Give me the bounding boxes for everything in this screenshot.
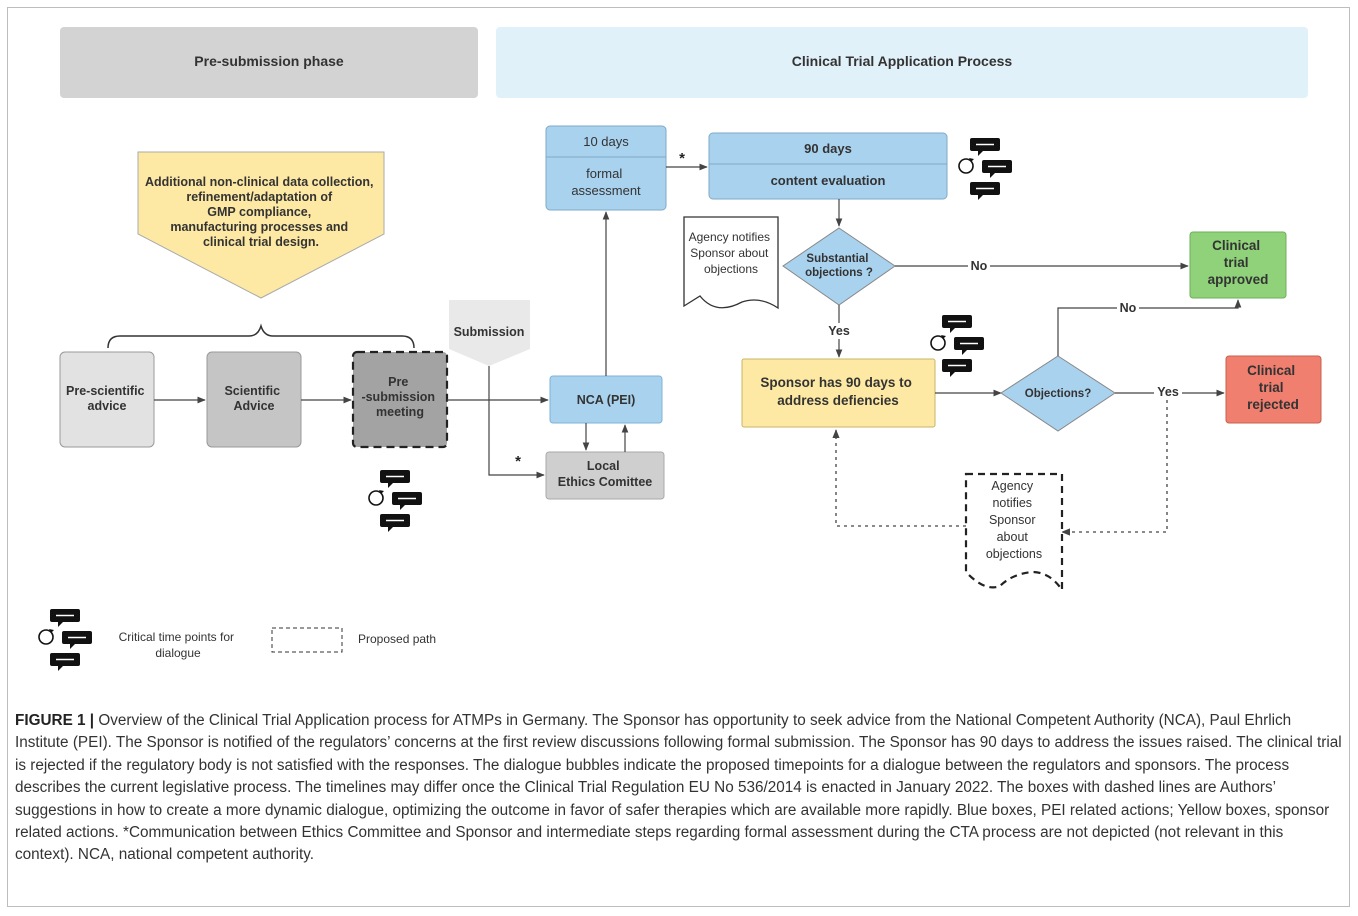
legend-dashed-box bbox=[271, 627, 343, 653]
callout-line: Additional non-clinical data collection, bbox=[145, 175, 374, 189]
node-clinical-trial-rejected: Clinical trial rejected bbox=[1225, 355, 1322, 424]
callout-line: GMP compliance, bbox=[207, 205, 311, 219]
node-submission: Submission bbox=[449, 300, 530, 366]
edge-label-no-top: No bbox=[971, 259, 988, 273]
svg-text:Objections?: Objections? bbox=[1025, 388, 1091, 400]
edge-label-yes-right: Yes bbox=[1157, 385, 1179, 399]
edge-objections-no bbox=[1057, 299, 1242, 356]
svg-text:Agency notifies Sponsor: Agency notifies Sponsor about objections bbox=[689, 230, 774, 276]
svg-text:content evaluation: content evaluation bbox=[771, 173, 886, 188]
svg-text:Local Ethics Comittee: Local Ethics Comittee bbox=[558, 459, 653, 489]
node-content-evaluation: 90 days content evaluation bbox=[708, 132, 948, 200]
svg-text:Pre -submission me: Pre -submission meeting bbox=[361, 375, 438, 419]
svg-text:Pre-scientific advice: Pre-scientific advice bbox=[66, 384, 148, 413]
edge-label-no-up: No bbox=[1120, 301, 1137, 315]
edge-proposed-to-sponsor bbox=[832, 429, 966, 527]
edge-submission-to-ethics bbox=[488, 366, 545, 479]
node-agency-notifies-top: Agency notifies Sponsor about objections bbox=[683, 216, 779, 310]
figure-caption: FIGURE 1 | Overview of the Clinical Tria… bbox=[15, 710, 1345, 867]
callout-data-collection: Additional non-clinical data collection,… bbox=[137, 151, 385, 299]
phase-header-cta: Clinical Trial Application Process bbox=[496, 27, 1308, 98]
svg-text:90 days: 90 days bbox=[804, 141, 852, 156]
figure-frame bbox=[7, 7, 1350, 907]
node-substantial-objections: Substantial objections ? bbox=[782, 227, 896, 306]
legend-dialogue-label: Critical time points for dialogue bbox=[119, 630, 238, 660]
edge-proposed-to-notify bbox=[1061, 400, 1168, 536]
dialogue-icon bbox=[369, 470, 422, 532]
node-formal-assessment: 10 days formal assessment bbox=[545, 125, 667, 211]
node-scientific-advice: Scientific Advice bbox=[206, 351, 302, 448]
dialogue-icon bbox=[931, 315, 984, 377]
node-nca-pei: NCA (PEI) bbox=[549, 375, 663, 424]
callout-line: manufacturing processes and bbox=[170, 220, 348, 234]
svg-text:Substantial objections ?: Substantial objections ? bbox=[805, 253, 873, 279]
node-pre-submission-meeting: Pre -submission meeting bbox=[351, 350, 449, 449]
phase-title-pre-submission: Pre-submission phase bbox=[194, 53, 344, 69]
callout-line: clinical trial design. bbox=[203, 235, 319, 249]
grouping-brace bbox=[107, 323, 415, 349]
node-sponsor-90-days: Sponsor has 90 days to address defiencie… bbox=[741, 358, 936, 428]
caption-label: FIGURE 1 | bbox=[15, 712, 95, 729]
node-pre-scientific-advice: Pre-scientific advice bbox=[59, 351, 155, 448]
node-clinical-trial-approved: Clinical trial approved bbox=[1189, 231, 1287, 299]
edge-label-yes-down: Yes bbox=[828, 324, 850, 338]
phase-header-pre-submission: Pre-submission phase bbox=[60, 27, 478, 98]
svg-text:NCA (PEI): NCA (PEI) bbox=[577, 393, 636, 407]
dialogue-icon bbox=[959, 138, 1012, 200]
flow-diagram: Pre-submission phase Clinical Trial Appl… bbox=[0, 27, 1322, 700]
asterisk-ethics: * bbox=[515, 453, 521, 470]
svg-text:Scientific Advice: Scientific Advice bbox=[224, 384, 283, 413]
node-objections: Objections? bbox=[1000, 355, 1116, 432]
node-local-ethics-committee: Local Ethics Comittee bbox=[545, 451, 665, 500]
svg-text:Clinical trial rej: Clinical trial rejected bbox=[1247, 363, 1299, 412]
svg-text:formal assessment: formal assessment bbox=[571, 166, 641, 198]
asterisk-formal: * bbox=[679, 150, 685, 167]
svg-text:Sponsor has 90 days to a: Sponsor has 90 days to address defiencie… bbox=[760, 375, 915, 408]
svg-text:Agency notifies Sp: Agency notifies Sponsor about objections bbox=[986, 479, 1042, 561]
svg-text:10 days: 10 days bbox=[583, 134, 629, 149]
svg-text:Clinical trial app: Clinical trial approved bbox=[1208, 238, 1269, 287]
svg-text:Submission: Submission bbox=[454, 325, 525, 339]
node-agency-notifies-bottom: Agency notifies Sponsor about objections bbox=[964, 472, 1064, 594]
legend-dialogue-icon bbox=[39, 609, 92, 671]
callout-line: refinement/adaptation of bbox=[186, 190, 333, 204]
legend: Critical time points for dialogue Propos… bbox=[39, 609, 436, 671]
svg-text:Additional non-clinical data c: Additional non-clinical data collection,… bbox=[145, 175, 377, 249]
caption-text: Overview of the Clinical Trial Applicati… bbox=[15, 712, 1342, 864]
phase-title-cta: Clinical Trial Application Process bbox=[792, 53, 1013, 69]
legend-proposed-label: Proposed path bbox=[358, 632, 436, 646]
